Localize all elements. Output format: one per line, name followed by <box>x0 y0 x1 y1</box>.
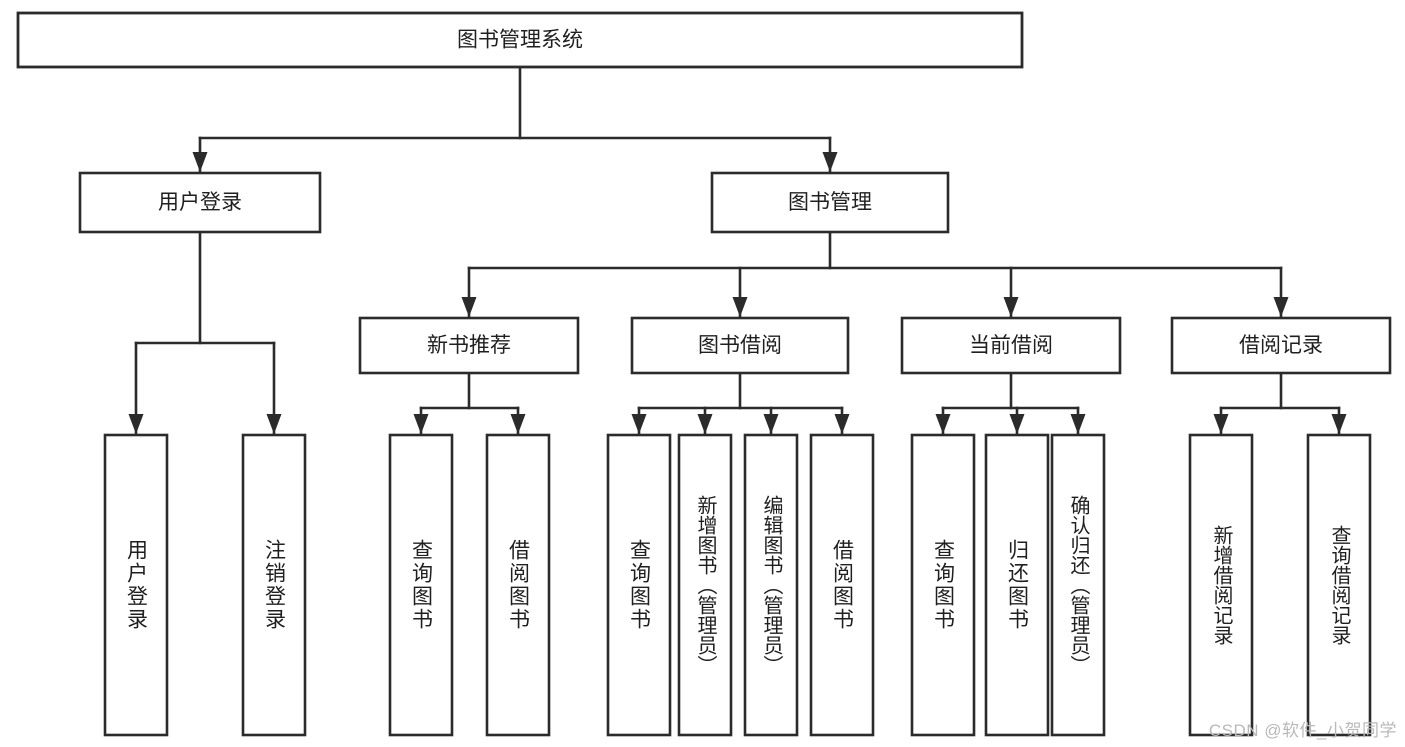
arrow-head-icon-leaf-query-book-3 <box>935 414 951 434</box>
node-root-system[interactable]: 图书管理系统 <box>16 11 1024 69</box>
arrow-head-icon-current-borrow <box>1003 297 1019 317</box>
watermark-text: CSDN @软件_小贺同学 <box>1208 721 1397 740</box>
arrow-head-icon-leaf-user-login <box>128 414 144 434</box>
node-leaf-query-book-3-box[interactable] <box>910 433 976 737</box>
arrow-head-icon-leaf-return-book <box>1009 414 1025 434</box>
arrow-head-icon-borrow-record <box>1273 297 1289 317</box>
node-label-current-borrow: 当前借阅 <box>969 334 1053 357</box>
node-user-login[interactable]: 用户登录 <box>78 171 322 234</box>
node-new-book-recommend[interactable]: 新书推荐 <box>358 316 580 375</box>
node-leaf-return-book-box[interactable] <box>984 433 1050 737</box>
node-leaf-confirm-return-box[interactable] <box>1050 433 1106 737</box>
node-leaf-query-book-1-box[interactable] <box>388 433 454 737</box>
node-label-borrow-record: 借阅记录 <box>1239 334 1323 357</box>
arrow-head-icon-leaf-borrow-book-2 <box>834 414 850 434</box>
node-new-book-recommend-box <box>358 316 580 375</box>
node-borrow-record[interactable]: 借阅记录 <box>1170 316 1392 375</box>
arrow-head-icon-leaf-borrow-book-1 <box>510 414 526 434</box>
node-leaf-add-record-box[interactable] <box>1188 433 1254 737</box>
node-root-system-box <box>16 11 1024 69</box>
arrow-head-icon-leaf-query-book-1 <box>413 414 429 434</box>
edges-layer <box>128 65 1347 436</box>
node-leaf-query-record-box[interactable] <box>1306 433 1372 737</box>
arrow-head-icon-book-borrow <box>732 297 748 317</box>
node-leaf-logout-login-box[interactable] <box>241 433 307 737</box>
node-book-manage-box <box>710 171 950 234</box>
node-label-book-manage: 图书管理 <box>788 191 872 214</box>
root-node-label: 图书管理系统 <box>457 29 583 52</box>
arrow-head-icon-leaf-confirm-return <box>1070 414 1086 434</box>
node-leaf-edit-book-box[interactable] <box>743 433 799 737</box>
node-leaf-query-book-2-box[interactable] <box>606 433 672 737</box>
node-book-borrow[interactable]: 图书借阅 <box>630 316 850 375</box>
node-user-login-box <box>78 171 322 234</box>
arrow-head-icon-book-manage <box>822 152 838 172</box>
arrow-head-icon-new-book-recommend <box>461 297 477 317</box>
node-leaf-borrow-book-1-box[interactable] <box>485 433 551 737</box>
node-current-borrow[interactable]: 当前借阅 <box>900 316 1122 375</box>
node-label-new-book-recommend: 新书推荐 <box>427 334 511 357</box>
node-leaf-borrow-book-2-box[interactable] <box>809 433 875 737</box>
node-label-book-borrow: 图书借阅 <box>698 334 782 357</box>
node-borrow-record-box <box>1170 316 1392 375</box>
arrow-head-icon-leaf-add-record <box>1213 414 1229 434</box>
arrow-head-icon-leaf-logout-login <box>266 414 282 434</box>
arrow-head-icon-leaf-add-book <box>697 414 713 434</box>
arrow-head-icon-leaf-query-record <box>1331 414 1347 434</box>
node-current-borrow-box <box>900 316 1122 375</box>
arrow-head-icon-leaf-query-book-2 <box>631 414 647 434</box>
node-leaf-add-book-box[interactable] <box>677 433 733 737</box>
arrow-head-icon-user-login <box>192 152 208 172</box>
node-book-manage[interactable]: 图书管理 <box>710 171 950 234</box>
node-leaf-user-login-box[interactable] <box>103 433 169 737</box>
arrow-head-icon-leaf-edit-book <box>763 414 779 434</box>
node-label-user-login: 用户登录 <box>158 191 242 214</box>
node-book-borrow-box <box>630 316 850 375</box>
